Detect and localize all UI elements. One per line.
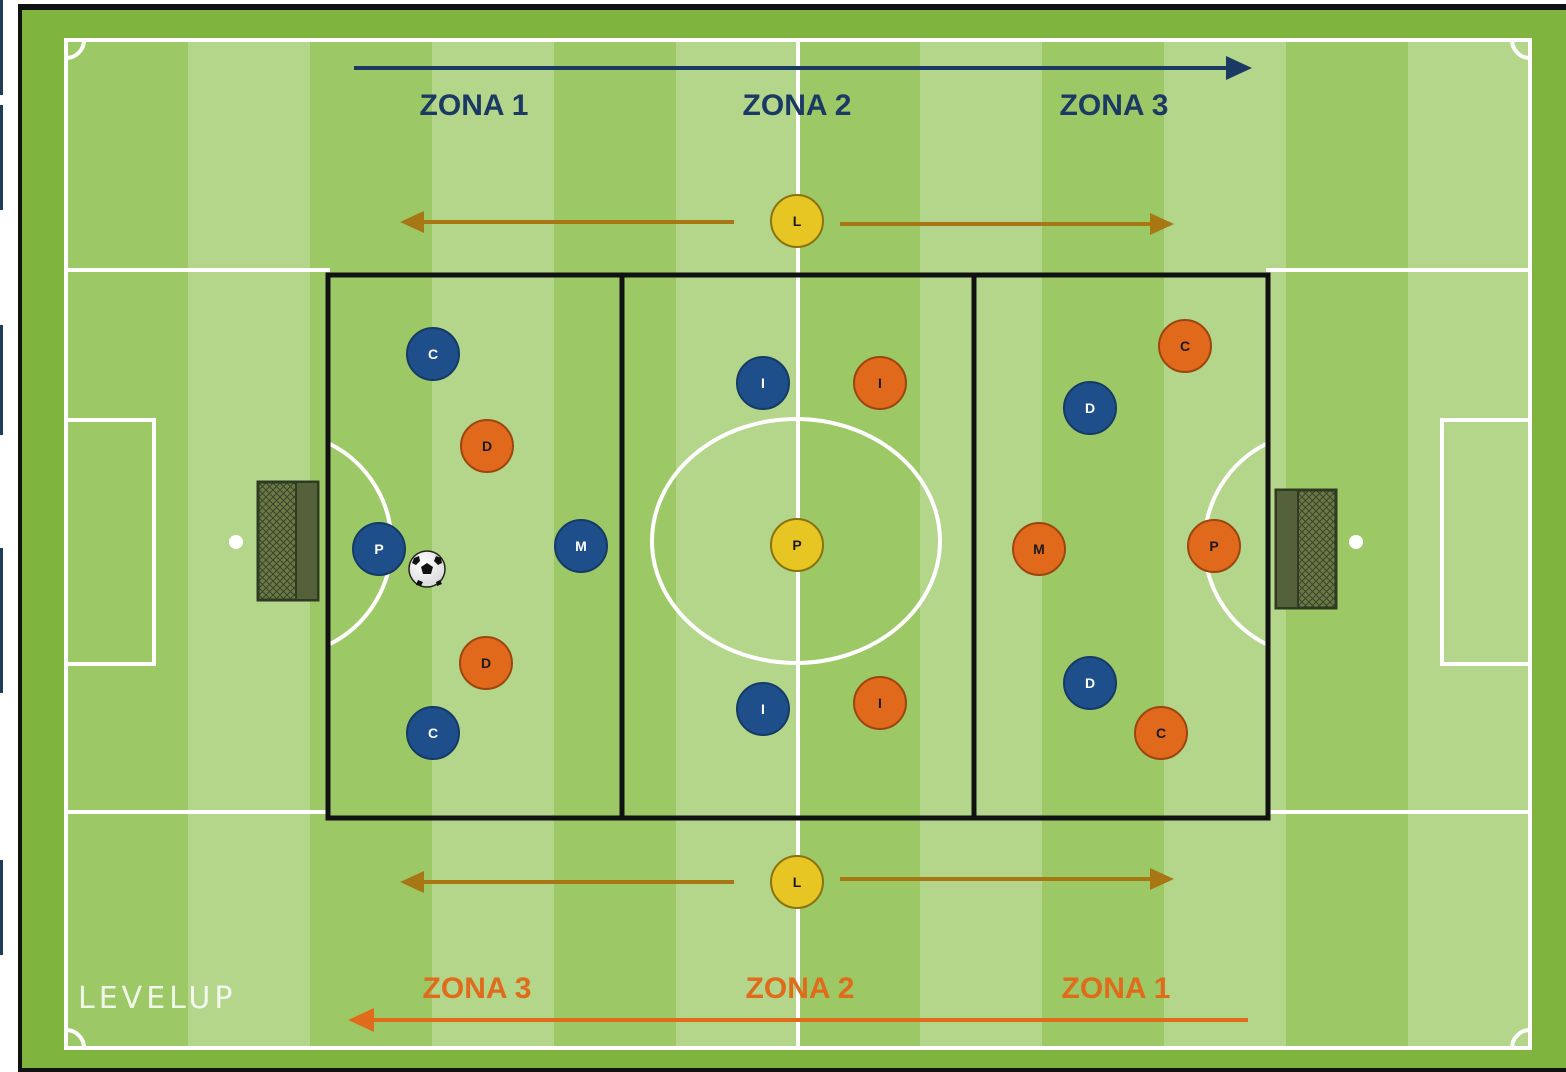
player-blue-i: I	[737, 683, 789, 735]
svg-text:I: I	[761, 375, 765, 391]
bottom-zone-label-1: ZONA 1	[1062, 972, 1171, 1005]
player-orange-m: M	[1013, 523, 1065, 575]
left-edge-strip	[0, 0, 18, 1072]
player-blue-d: D	[1064, 382, 1116, 434]
svg-text:P: P	[374, 541, 383, 557]
svg-text:D: D	[481, 655, 491, 671]
player-blue-d: D	[1064, 657, 1116, 709]
bottom-zone-label-2: ZONA 2	[746, 972, 855, 1005]
player-orange-d: D	[461, 420, 513, 472]
svg-text:P: P	[1209, 538, 1218, 554]
player-orange-c: C	[1159, 320, 1211, 372]
top-zone-label-1: ZONA 1	[420, 89, 529, 122]
player-orange-d: D	[460, 637, 512, 689]
svg-text:D: D	[1085, 400, 1095, 416]
player-blue-i: I	[737, 357, 789, 409]
svg-text:L: L	[793, 213, 802, 229]
svg-text:P: P	[792, 537, 801, 553]
player-blue-p: P	[353, 523, 405, 575]
player-blue-c: C	[407, 707, 459, 759]
svg-text:D: D	[482, 438, 492, 454]
player-blue-c: C	[407, 328, 459, 380]
svg-text:D: D	[1085, 675, 1095, 691]
player-blue-m: M	[555, 520, 607, 572]
svg-text:C: C	[1180, 338, 1190, 354]
goal-left	[258, 482, 318, 600]
tactics-board: ZONA 1 ZONA 2 ZONA 3 ZONA 3 ZONA 2 ZONA …	[18, 4, 1566, 1072]
top-zone-label-3: ZONA 3	[1060, 89, 1169, 122]
svg-text:L: L	[793, 874, 802, 890]
player-orange-c: C	[1135, 707, 1187, 759]
penalty-spot-right	[1349, 535, 1363, 549]
player-yellow-p: P	[771, 519, 823, 571]
svg-text:I: I	[761, 701, 765, 717]
soccer-ball-icon	[409, 551, 445, 587]
bottom-zone-label-3: ZONA 3	[423, 972, 532, 1005]
svg-text:M: M	[575, 538, 587, 554]
player-orange-i: I	[854, 357, 906, 409]
player-yellow-l: L	[771, 195, 823, 247]
levelup-logo: LEVELUP	[78, 981, 236, 1016]
svg-text:C: C	[1156, 725, 1166, 741]
svg-text:LEVELUP: LEVELUP	[78, 981, 236, 1016]
goal-right	[1276, 490, 1336, 608]
svg-text:I: I	[878, 695, 882, 711]
svg-text:C: C	[428, 725, 438, 741]
penalty-spot-left	[229, 535, 243, 549]
player-orange-p: P	[1188, 520, 1240, 572]
player-yellow-l: L	[771, 856, 823, 908]
top-zone-label-2: ZONA 2	[743, 89, 852, 122]
pitch-diagram: ZONA 1 ZONA 2 ZONA 3 ZONA 3 ZONA 2 ZONA …	[18, 4, 1566, 1072]
svg-text:I: I	[878, 375, 882, 391]
svg-text:M: M	[1033, 541, 1045, 557]
player-orange-i: I	[854, 677, 906, 729]
svg-text:C: C	[428, 346, 438, 362]
